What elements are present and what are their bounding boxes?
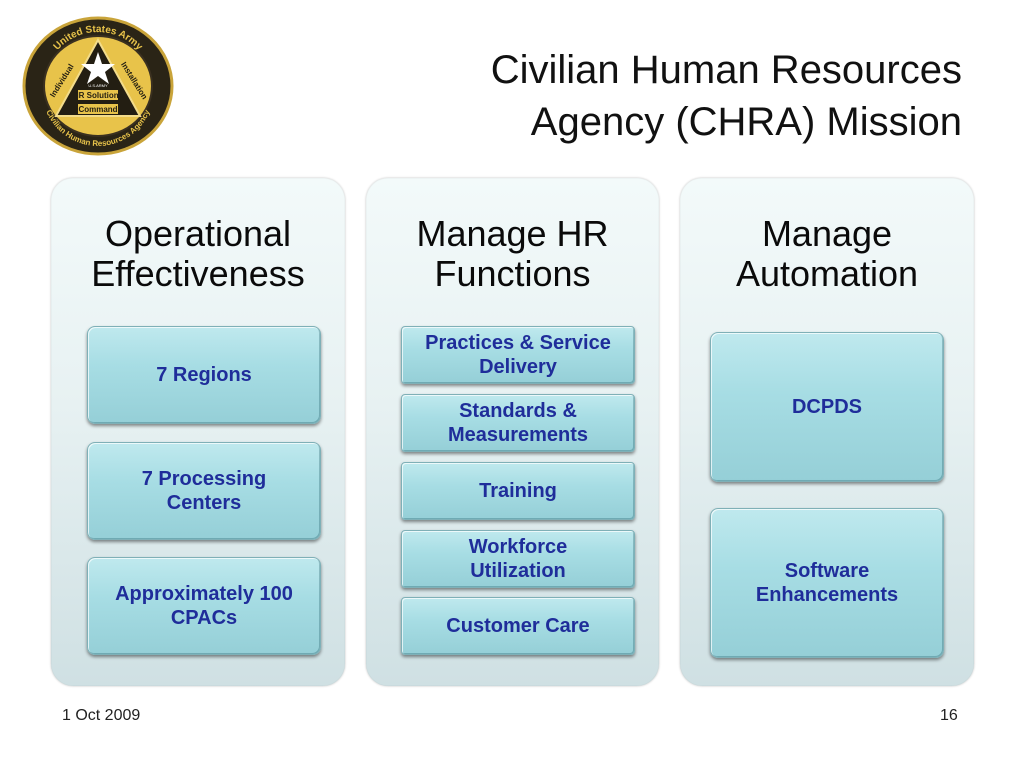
item-label-line1: Software xyxy=(784,560,870,582)
item-label-line2: Delivery xyxy=(479,356,557,378)
item-label-line1: DCPDS xyxy=(791,396,862,418)
slide-title-line2: Agency (CHRA) Mission xyxy=(530,100,962,144)
item-label-line2: Measurements xyxy=(447,424,589,446)
column-operational-effectiveness: Operational Effectiveness 7 Regions 7 Pr… xyxy=(51,178,345,686)
item-label-line2: Utilization xyxy=(470,560,566,582)
column-heading: Manage Automation xyxy=(680,214,974,294)
column-heading-line2: Functions xyxy=(434,253,591,294)
logo-small-label: U.S.ARMY xyxy=(88,83,108,88)
item-label-line1: 7 Processing xyxy=(141,468,267,490)
slide-number: 16 xyxy=(940,707,958,724)
item-label-line1: 7 Regions xyxy=(156,364,252,386)
item-label-line1: Standards & xyxy=(459,400,577,422)
item-label-line1: Customer Care xyxy=(446,615,590,637)
army-hr-solutions-seal-logo: United States Army Civilian Human Resour… xyxy=(22,16,174,156)
item-label-line2: Centers xyxy=(166,492,242,514)
logo-center-label: HR Solutions xyxy=(73,91,124,100)
item-label-line2: Enhancements xyxy=(755,584,899,606)
footer-date: 1 Oct 2009 xyxy=(62,707,141,724)
item-box-dcpds: DCPDS xyxy=(710,332,944,482)
column-heading-line1: Operational xyxy=(104,213,292,254)
slide-title: Civilian Human Resources Agency (CHRA) M… xyxy=(491,44,962,148)
column-heading-line2: Effectiveness xyxy=(91,253,305,294)
column-heading-line1: Manage HR xyxy=(416,213,609,254)
column-heading-line2: Automation xyxy=(735,253,919,294)
logo-center2-label: Command xyxy=(78,105,117,114)
column-heading: Operational Effectiveness xyxy=(51,214,345,294)
item-box-standards-measurements: Standards &Measurements xyxy=(401,394,635,452)
item-box-training: Training xyxy=(401,462,635,520)
item-box-customer-care: Customer Care xyxy=(401,597,635,655)
item-label-line1: Practices & Service xyxy=(425,332,611,354)
item-label-line1: Training xyxy=(479,480,557,502)
column-heading: Manage HR Functions xyxy=(366,214,659,294)
item-label-line1: Workforce xyxy=(468,536,568,558)
column-heading-line1: Manage xyxy=(761,213,893,254)
item-label-line1: Approximately 100 xyxy=(115,583,293,605)
slide-title-line1: Civilian Human Resources xyxy=(490,48,962,92)
item-box-regions: 7 Regions xyxy=(87,326,321,424)
item-label-line2: CPACs xyxy=(170,607,238,629)
